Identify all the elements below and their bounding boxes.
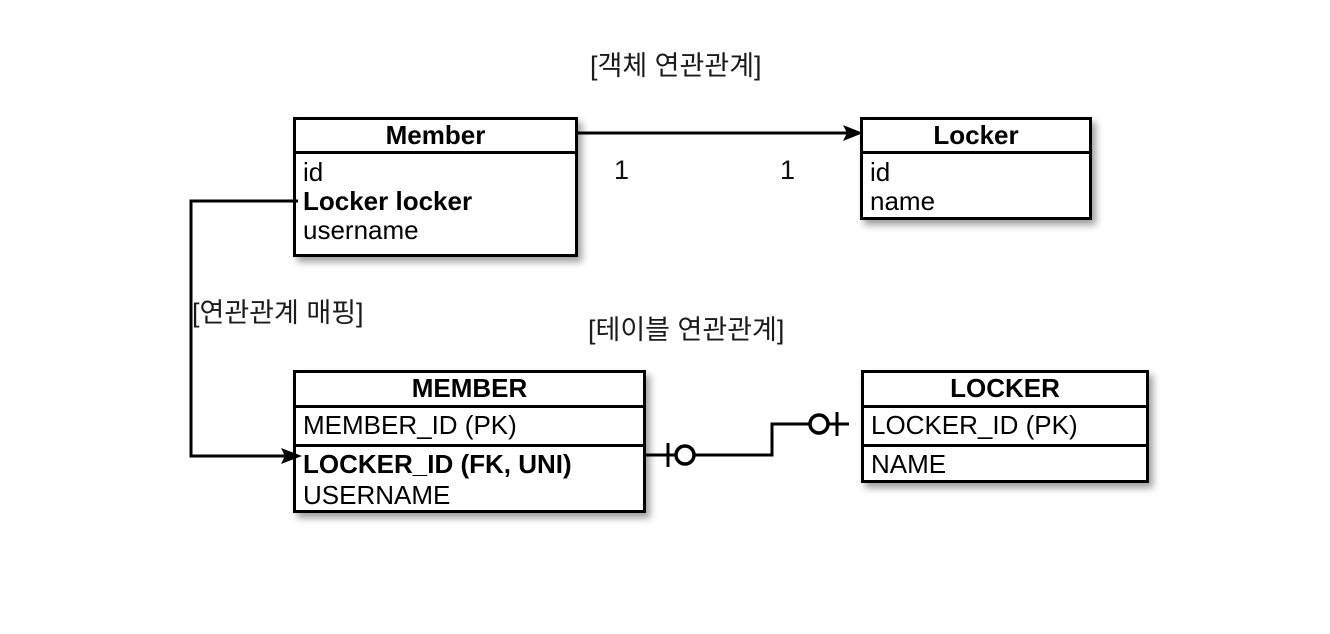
- caption-object-relation: [객체 연관관계]: [590, 51, 762, 81]
- multiplicity-target: 1: [780, 155, 796, 185]
- column-username: USERNAME: [303, 480, 451, 510]
- right-optional-circle: [808, 413, 830, 435]
- column-locker-id-fk: LOCKER_ID (FK, UNI): [303, 449, 572, 479]
- caption-table-relation: [테이블 연관관계]: [588, 315, 785, 345]
- attribute-locker-name: name: [870, 186, 936, 216]
- class-box-member-title: Member: [296, 120, 575, 154]
- table-box-locker-name-cell: NAME: [864, 447, 1146, 480]
- table-relationship-connector: [646, 412, 849, 467]
- column-member-id: MEMBER_ID (PK): [303, 410, 517, 440]
- class-box-locker[interactable]: Locker id name: [860, 117, 1092, 220]
- column-name: NAME: [871, 449, 947, 479]
- table-box-locker[interactable]: LOCKER LOCKER_ID (PK) NAME: [861, 370, 1149, 483]
- table-box-member-title: MEMBER: [296, 373, 643, 408]
- caption-mapping: [연관관계 매핑]: [192, 298, 364, 328]
- class-box-member[interactable]: Member id Locker locker username: [293, 117, 578, 257]
- table-box-locker-pk-cell: LOCKER_ID (PK): [864, 408, 1146, 447]
- column-locker-id-pk: LOCKER_ID (PK): [871, 410, 1078, 440]
- multiplicity-source: 1: [614, 155, 630, 185]
- class-box-locker-attributes: id name: [863, 154, 1089, 216]
- class-box-member-attributes: id Locker locker username: [296, 154, 575, 245]
- table-box-locker-title: LOCKER: [864, 373, 1146, 408]
- attribute-id: id: [303, 157, 324, 187]
- table-box-member-columns-cell: LOCKER_ID (FK, UNI) USERNAME: [296, 447, 643, 511]
- attribute-locker-id: id: [870, 157, 891, 187]
- class-box-locker-title: Locker: [863, 120, 1089, 154]
- left-optional-circle: [674, 444, 696, 466]
- attribute-username: username: [303, 215, 419, 245]
- table-box-member[interactable]: MEMBER MEMBER_ID (PK) LOCKER_ID (FK, UNI…: [293, 370, 646, 513]
- attribute-locker-locker: Locker locker: [303, 186, 473, 216]
- association-arrow-member-locker: [575, 125, 863, 141]
- table-box-member-pk-cell: MEMBER_ID (PK): [296, 408, 643, 447]
